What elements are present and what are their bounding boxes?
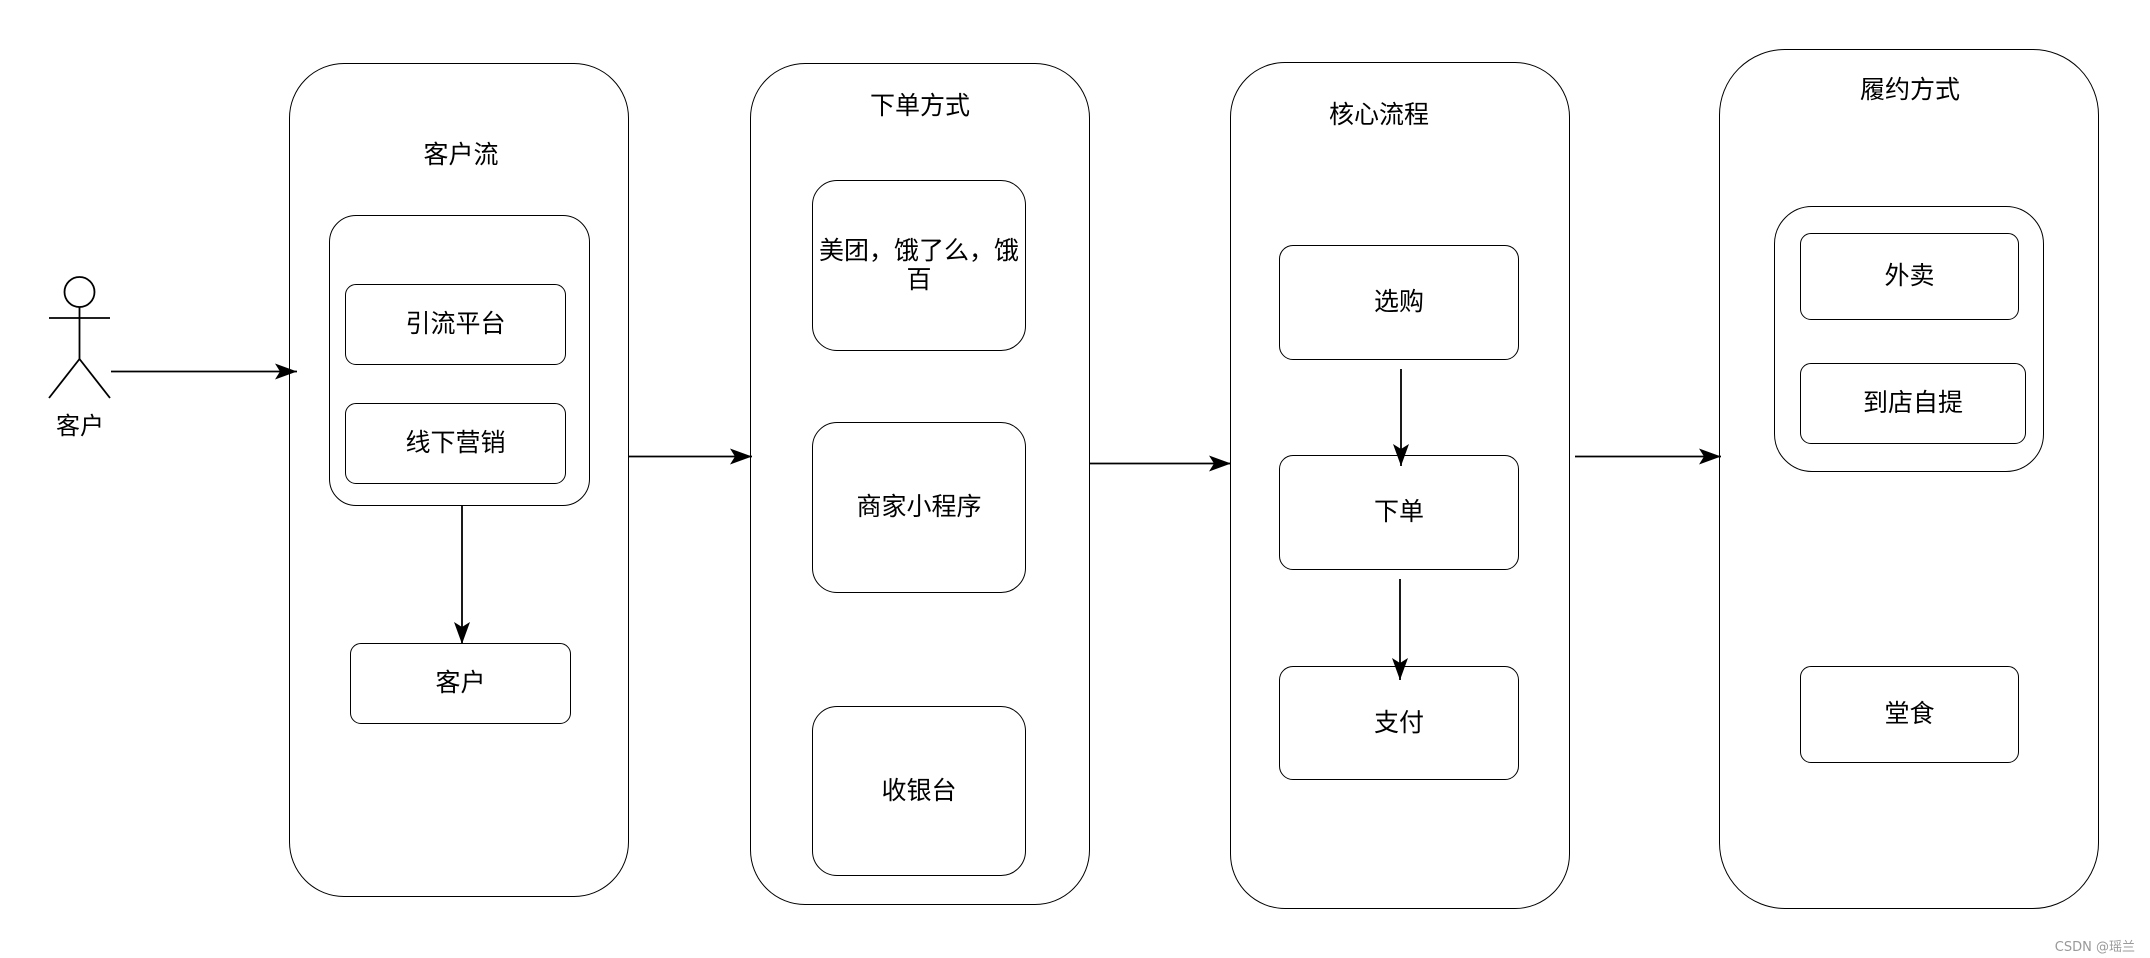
actor-label: 客户 xyxy=(56,412,104,440)
node-traffic-platform: 引流平台 xyxy=(345,284,566,365)
node-mini-program: 商家小程序 xyxy=(812,422,1026,593)
node-offline-marketing: 线下营销 xyxy=(345,403,566,484)
lane-fulfillment-title: 履约方式 xyxy=(1859,75,1960,104)
node-takeaway: 外卖 xyxy=(1800,233,2019,320)
watermark: CSDN @瑶兰 xyxy=(2054,940,2135,955)
node-cashier: 收银台 xyxy=(812,706,1026,876)
node-customer: 客户 xyxy=(350,643,571,724)
node-delivery-platforms: 美团，饿了么，饿百 xyxy=(812,180,1026,351)
actor-right-leg xyxy=(78,358,111,399)
actor-left-leg xyxy=(48,358,81,399)
node-payment: 支付 xyxy=(1279,666,1519,780)
lane-customer-flow-title: 客户流 xyxy=(423,140,499,169)
lane-order-methods-title: 下单方式 xyxy=(869,91,970,120)
lane-fulfillment xyxy=(1719,49,2099,909)
node-store-pickup: 到店自提 xyxy=(1800,363,2026,444)
fulfillment-group xyxy=(1774,206,2044,472)
actor-head xyxy=(63,276,96,308)
node-place-order: 下单 xyxy=(1279,455,1519,570)
lane-core-process-title: 核心流程 xyxy=(1328,100,1429,129)
stick-figure-icon xyxy=(48,276,111,399)
node-dine-in: 堂食 xyxy=(1800,666,2019,763)
node-browse-select: 选购 xyxy=(1279,245,1519,360)
traffic-source-group xyxy=(329,215,590,506)
